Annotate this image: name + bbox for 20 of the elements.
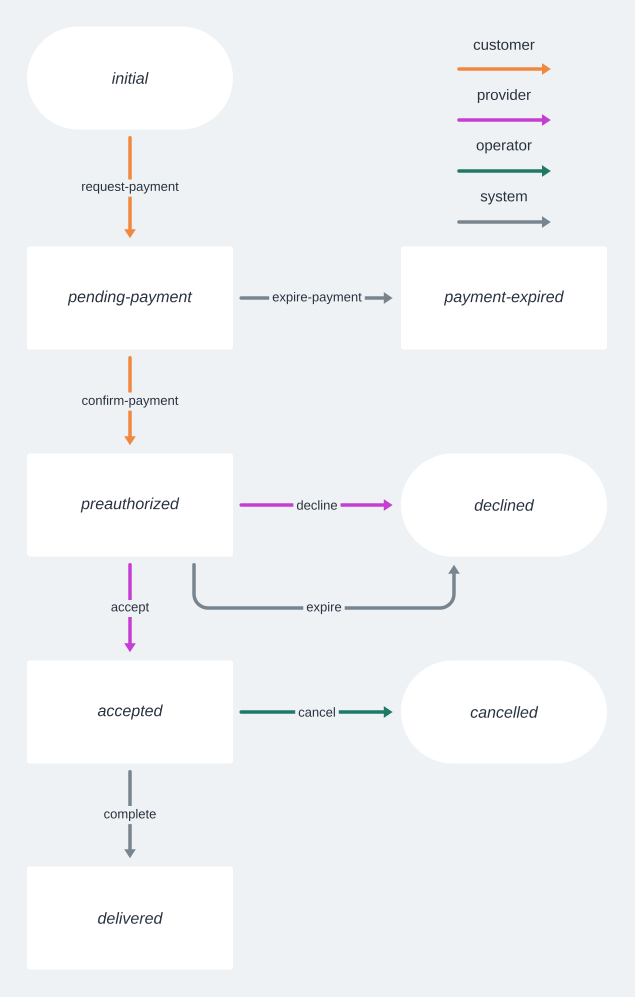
edge-label: expire-payment: [269, 288, 365, 308]
edge-label: decline: [293, 497, 341, 513]
state-box: pending-payment: [27, 246, 233, 350]
edge-label: accept: [108, 600, 152, 618]
state-box: accepted: [27, 660, 233, 764]
state-pill: cancelled: [401, 660, 607, 764]
legend-label: customer: [474, 40, 535, 50]
edge-label: request-payment: [78, 179, 182, 197]
legend-label: provider: [478, 89, 531, 103]
legend-label: system: [480, 192, 527, 204]
state-box: preauthorized: [27, 454, 233, 556]
state-box: delivered: [27, 866, 233, 970]
edge-label: cancel: [295, 704, 339, 720]
legend-label: operator: [476, 140, 532, 154]
edge-label: expire: [303, 598, 345, 618]
state-box: payment-expired: [401, 246, 607, 350]
edge-label: confirm-payment: [78, 392, 182, 411]
state-pill: initial: [27, 26, 233, 130]
edge-label: complete: [100, 806, 160, 824]
state-pill: declined: [401, 454, 607, 556]
